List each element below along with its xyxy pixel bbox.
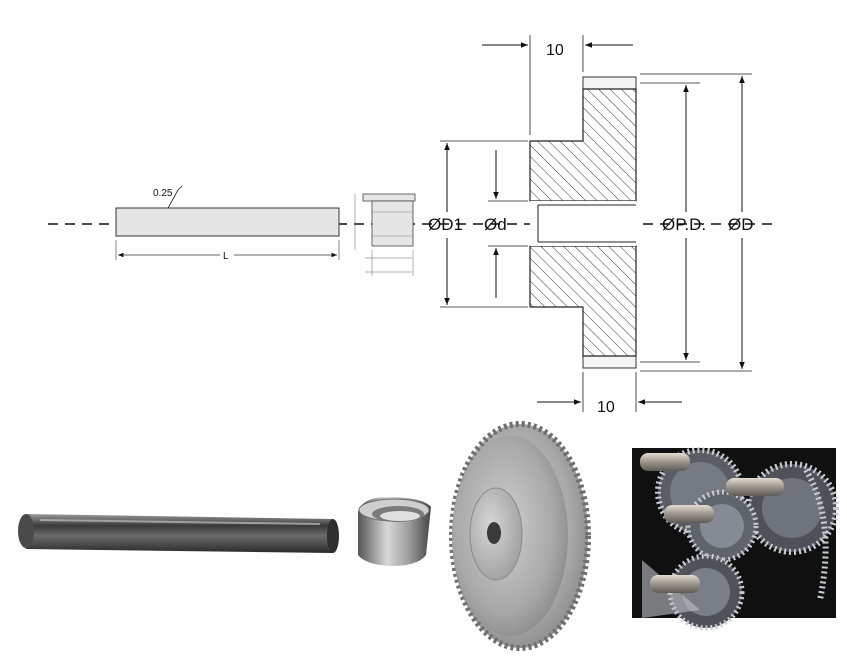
bore-diameter-label: Ød: [484, 215, 507, 234]
bushing-photo: [358, 496, 431, 566]
gear-train-photo: [632, 447, 839, 631]
shaft-drawing: 0.25 L: [115, 185, 340, 262]
face-width-dimension: 10: [597, 399, 615, 416]
gear-section-drawing: 10 10 ØD1 Ød ØP.D. ØD: [428, 35, 754, 416]
shaft-tolerance-label: 0.25: [153, 188, 173, 199]
hub-diameter-label: ØD1: [428, 215, 463, 234]
hub-width-dimension: 10: [546, 42, 564, 59]
gear-photo: [449, 421, 591, 651]
bushing-drawing: [354, 193, 416, 276]
pitch-diameter-label: ØP.D.: [662, 215, 706, 234]
shaft-photo: [18, 514, 339, 553]
outer-diameter-label: ØD: [728, 215, 754, 234]
shaft-length-label: L: [223, 251, 229, 262]
